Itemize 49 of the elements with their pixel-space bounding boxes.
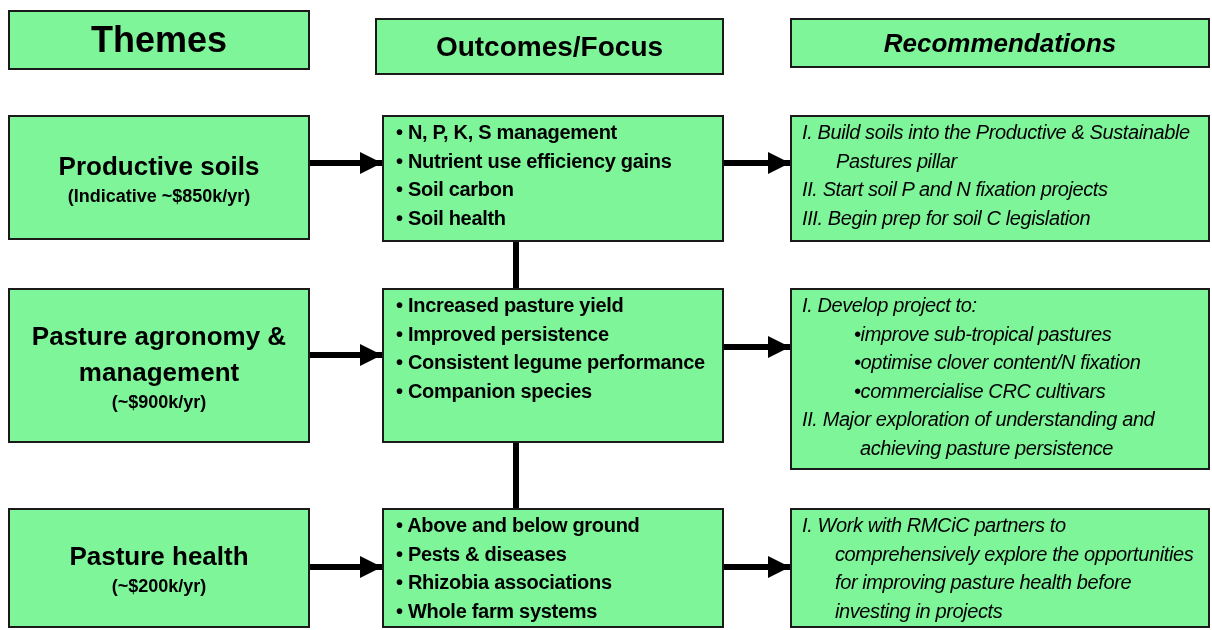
theme-title: Pasture agronomy & management xyxy=(30,319,288,389)
recommendation-item: •improve sub-tropical pastures xyxy=(854,321,1113,347)
recommendation-box xyxy=(790,288,1210,470)
arrow xyxy=(310,152,382,174)
recommendation-item: •commercialise CRC cultivars xyxy=(854,378,1107,404)
bullet-item: • Soil carbon xyxy=(396,177,515,202)
theme-box xyxy=(8,508,310,628)
recommendation-box xyxy=(790,115,1210,242)
header-text: Themes xyxy=(90,19,228,61)
recommendation-item: I. Build soils into the Productive & Sustainable Pastures pillar xyxy=(802,120,1191,174)
budget-text: (Indicative ~$850k/yr) xyxy=(67,184,251,208)
recommendation-item: II. Start soil P and N fixation projects xyxy=(802,177,1109,202)
outcome-box xyxy=(382,288,724,443)
arrow xyxy=(310,556,382,578)
recommendation-item: •optimise clover content/N fixation xyxy=(854,350,1142,375)
recommendation-item: II. Major exploration of understanding and achieving pasture persistence xyxy=(802,407,1156,461)
theme-title: Pasture health xyxy=(69,540,249,573)
bullet-item: • Soil health xyxy=(396,205,507,231)
connector-line xyxy=(513,242,519,288)
bullet-item: • Whole farm systems xyxy=(396,598,599,624)
bullet-item: • Increased pasture yield xyxy=(396,293,625,318)
connector-line xyxy=(513,443,519,508)
recommendation-item: I. Work with RMCiC partners to comprehensively explore the opportunities for improving pasture health before investing in projects xyxy=(802,513,1195,624)
bullet-item: • Companion species xyxy=(396,378,593,404)
bullet-item: • Pests & diseases xyxy=(396,541,568,567)
column-header xyxy=(8,10,310,70)
recommendation-item: III. Begin prep for soil C legislation xyxy=(802,205,1092,231)
theme-title: Productive soils xyxy=(58,149,260,183)
bullet-item: • Rhizobia associations xyxy=(396,570,613,595)
budget-text: (~$900k/yr) xyxy=(111,390,207,414)
bullet-item: • Nutrient use efficiency gains xyxy=(396,148,673,174)
arrow xyxy=(310,344,382,366)
arrow xyxy=(724,152,790,174)
header-text: Outcomes/Focus xyxy=(435,30,664,63)
arrow xyxy=(724,556,790,578)
bullet-item: • N, P, K, S management xyxy=(396,120,618,145)
column-header xyxy=(790,18,1210,68)
bullet-item: • Improved persistence xyxy=(396,321,610,347)
budget-text: (~$200k/yr) xyxy=(111,575,207,598)
bullet-item: • Consistent legume performance xyxy=(396,350,706,375)
outcome-box xyxy=(382,115,724,242)
header-text: Recommendations xyxy=(883,27,1117,59)
outcome-box xyxy=(382,508,724,628)
column-header xyxy=(375,18,724,75)
arrow xyxy=(724,336,790,358)
theme-box xyxy=(8,115,310,240)
bullet-item: • Above and below ground xyxy=(396,513,641,538)
recommendation-item: I. Develop project to: xyxy=(802,293,978,318)
theme-box xyxy=(8,288,310,443)
